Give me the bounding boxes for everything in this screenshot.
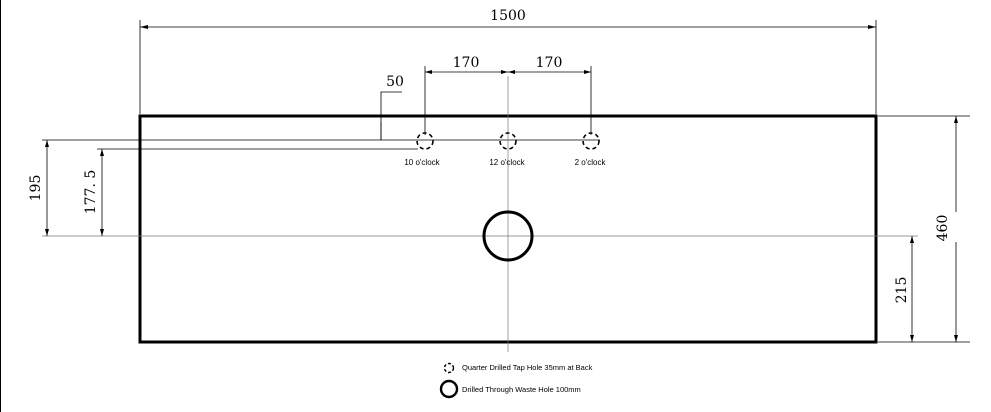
waste-from-back-dimension: 195 (28, 140, 49, 236)
tap-hole-label: 2 o'clock (575, 158, 607, 167)
overall-width-label: 1500 (490, 8, 526, 24)
tap-offset-dimension: 50 (380, 74, 404, 140)
tap-hole-10-oclock: 10 o'clock (404, 132, 441, 167)
tap-to-waste-dimension: 177. 5 (83, 149, 104, 236)
legend-tap-hole-label: Quarter Drilled Tap Hole 35mm at Back (462, 363, 593, 372)
tap-to-waste-label: 177. 5 (83, 170, 99, 215)
legend-waste-hole-icon (439, 379, 459, 399)
tap-hole-2-oclock: 2 o'clock (575, 132, 607, 167)
waste-from-front-label: 215 (894, 277, 910, 304)
overall-width-dimension: 1500 (139, 8, 877, 114)
tap-hole-12-oclock: 12 o'clock (489, 132, 526, 167)
waste-hole (482, 210, 534, 262)
tap-hole-label: 10 o'clock (404, 158, 440, 167)
legend-waste-hole-label: Drilled Through Waste Hole 100mm (462, 385, 581, 394)
overall-depth-dimension: 460 (878, 115, 970, 343)
legend: Quarter Drilled Tap Hole 35mm at Back Dr… (439, 362, 593, 399)
tap-offset-label: 50 (386, 74, 404, 90)
tap-spacing-right-label: 170 (536, 55, 563, 71)
waste-from-front-dimension: 215 (894, 236, 914, 342)
waste-from-back-label: 195 (28, 175, 44, 202)
tap-hole-label: 12 o'clock (489, 158, 525, 167)
tap-spacing-dimension: 170 170 (424, 55, 592, 135)
tap-spacing-left-label: 170 (453, 55, 480, 71)
legend-tap-hole-icon (443, 362, 455, 374)
overall-depth-label: 460 (935, 215, 951, 242)
